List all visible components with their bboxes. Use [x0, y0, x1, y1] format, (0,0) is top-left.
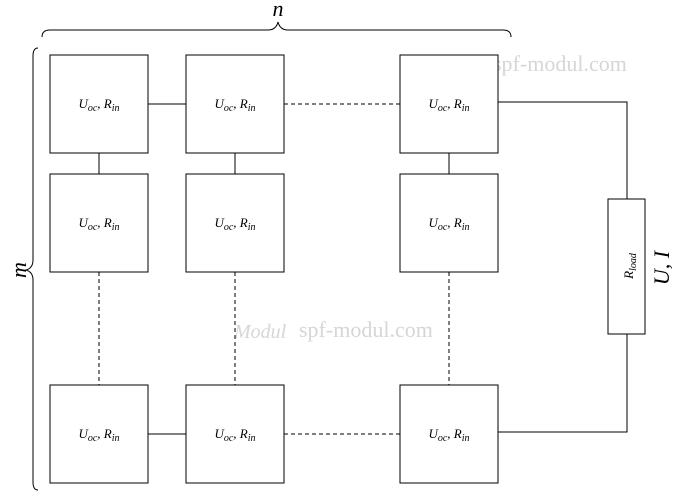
- cell-box: Uoc, Rin: [49, 173, 149, 273]
- watermark-text: spf-modul.com: [493, 51, 627, 76]
- cell-box: Uoc, Rin: [49, 384, 149, 484]
- watermark-logo: Modul: [233, 321, 287, 343]
- cell-rect: [49, 54, 149, 154]
- cell-label: Uoc, Rin: [78, 96, 119, 114]
- m-brace: [24, 47, 39, 491]
- cell-label: Uoc, Rin: [428, 215, 469, 233]
- cell-label: Uoc, Rin: [78, 426, 119, 444]
- cell-rect: [399, 54, 499, 154]
- cell-rect: [185, 54, 285, 154]
- cell-box: Uoc, Rin: [399, 173, 499, 273]
- cell-box: Uoc, Rin: [399, 384, 499, 484]
- cell-rect: [49, 173, 149, 273]
- cell-rect: [399, 173, 499, 273]
- cell-label: Uoc, Rin: [78, 215, 119, 233]
- m-label: m: [6, 262, 31, 278]
- wires: [98, 101, 628, 435]
- cell-label: Uoc, Rin: [428, 426, 469, 444]
- n-label: n: [273, 0, 284, 21]
- cell-label: Uoc, Rin: [214, 426, 255, 444]
- output-wire-bottom: [498, 334, 628, 433]
- cell-box: Uoc, Rin: [185, 384, 285, 484]
- cell-label: Uoc, Rin: [214, 215, 255, 233]
- load-resistor-label: Rload: [621, 252, 639, 280]
- cell-label: Uoc, Rin: [428, 96, 469, 114]
- watermark-middle: Modul spf-modul.com: [233, 317, 433, 343]
- watermark-text: spf-modul.com: [299, 317, 433, 342]
- output-wire-top: [498, 101, 628, 199]
- cell-rect: [185, 173, 285, 273]
- cell-rect: [399, 384, 499, 484]
- cell-box: Uoc, Rin: [49, 54, 149, 154]
- load-resistor: [607, 198, 646, 335]
- cell-box: Uoc, Rin: [185, 54, 285, 154]
- output-label: U, I: [649, 249, 674, 285]
- cell-box: Uoc, Rin: [185, 173, 285, 273]
- cell-rect: [49, 384, 149, 484]
- n-brace: [41, 21, 512, 38]
- cell-box: Uoc, Rin: [399, 54, 499, 154]
- cell-rect: [185, 384, 285, 484]
- cell-label: Uoc, Rin: [214, 96, 255, 114]
